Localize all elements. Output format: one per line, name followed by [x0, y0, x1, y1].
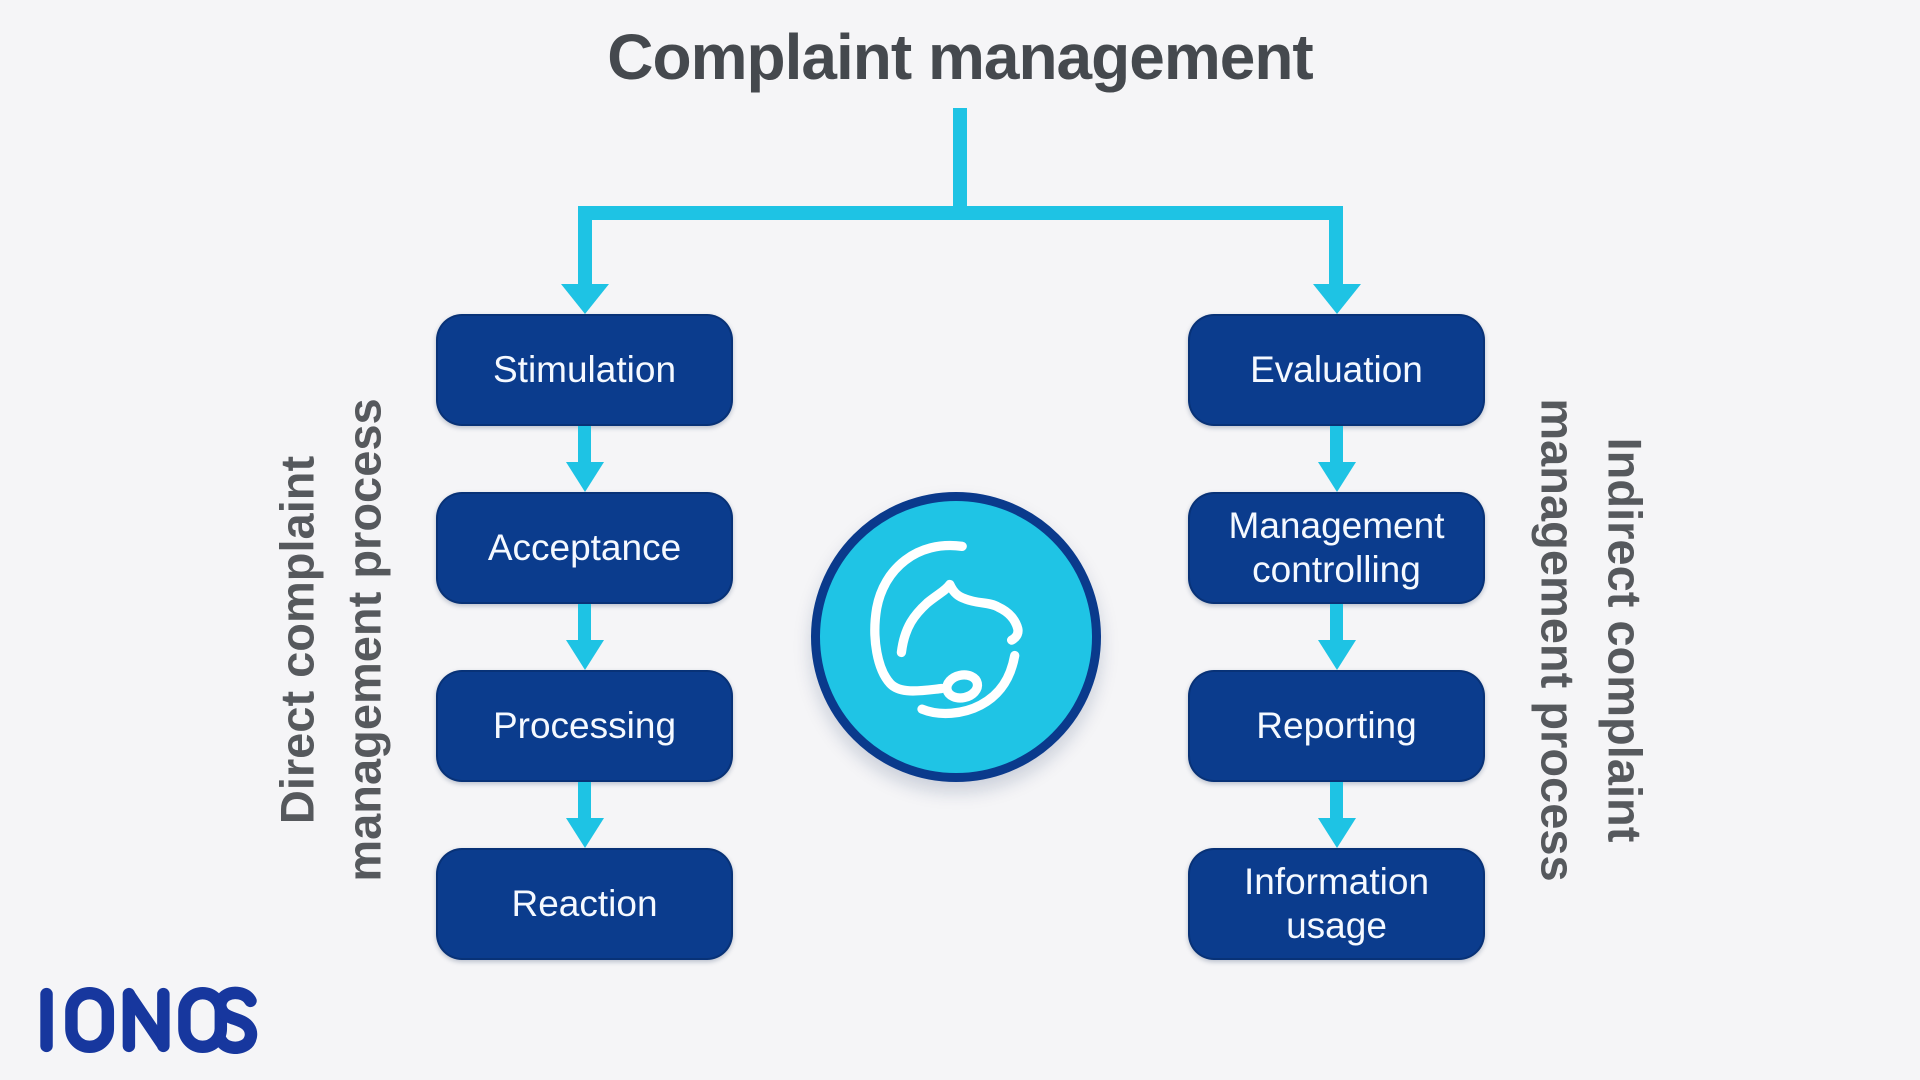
right-arrow-1-head-icon	[1318, 462, 1356, 492]
right-arrow-3-head-icon	[1318, 818, 1356, 848]
step-box-reporting: Reporting	[1188, 670, 1485, 782]
step-box-processing-label: Processing	[492, 704, 677, 746]
step-box-information-usage-label: Information usage	[1243, 860, 1430, 946]
right-arrow-2-head-icon	[1318, 640, 1356, 670]
branch-right-arrowhead-icon	[1313, 284, 1361, 314]
right-arrow-2-stem	[1330, 604, 1343, 641]
top-connector-bar	[578, 206, 1343, 220]
branch-left-arrowhead-icon	[561, 284, 609, 314]
step-box-stimulation-label: Stimulation	[492, 348, 677, 390]
top-connector-stem	[953, 108, 967, 220]
left-arrow-1-stem	[578, 426, 591, 463]
page-title: Complaint management	[607, 21, 1313, 93]
step-box-reaction-label: Reaction	[511, 882, 658, 924]
right-process-label: Indirect complaint management process	[1524, 398, 1657, 881]
support-agent-headset-icon	[870, 540, 1023, 719]
branch-right-stem	[1329, 206, 1343, 286]
branch-left-stem	[578, 206, 592, 286]
right-process-label-line2: management process	[1532, 398, 1585, 882]
left-process-label-line2: management process	[337, 398, 390, 882]
step-box-reporting-label: Reporting	[1256, 704, 1417, 746]
step-box-stimulation: Stimulation	[436, 314, 733, 426]
right-process-label-line1: Indirect complaint	[1598, 437, 1652, 843]
left-arrow-1-head-icon	[566, 462, 604, 492]
ionos-logo	[36, 986, 262, 1059]
center-circle-badge	[811, 492, 1101, 782]
step-box-information-usage: Information usage	[1188, 848, 1485, 960]
right-arrow-1-stem	[1330, 426, 1343, 463]
step-box-reaction: Reaction	[436, 848, 733, 960]
right-arrow-3-stem	[1330, 782, 1343, 819]
left-arrow-3-stem	[578, 782, 591, 819]
step-box-management-controlling-label: Management controlling	[1228, 504, 1445, 590]
left-process-label-line1: Direct complaint	[270, 455, 324, 825]
step-box-acceptance: Acceptance	[436, 492, 733, 604]
step-box-acceptance-label: Acceptance	[487, 526, 682, 568]
step-box-management-controlling: Management controlling	[1188, 492, 1485, 604]
left-arrow-2-head-icon	[566, 640, 604, 670]
left-process-label: Direct complaint management process	[264, 398, 397, 881]
left-arrow-3-head-icon	[566, 818, 604, 848]
left-arrow-2-stem	[578, 604, 591, 641]
step-box-processing: Processing	[436, 670, 733, 782]
step-box-evaluation-label: Evaluation	[1250, 348, 1423, 390]
ionos-logo-icon	[40, 986, 258, 1054]
step-box-evaluation: Evaluation	[1188, 314, 1485, 426]
